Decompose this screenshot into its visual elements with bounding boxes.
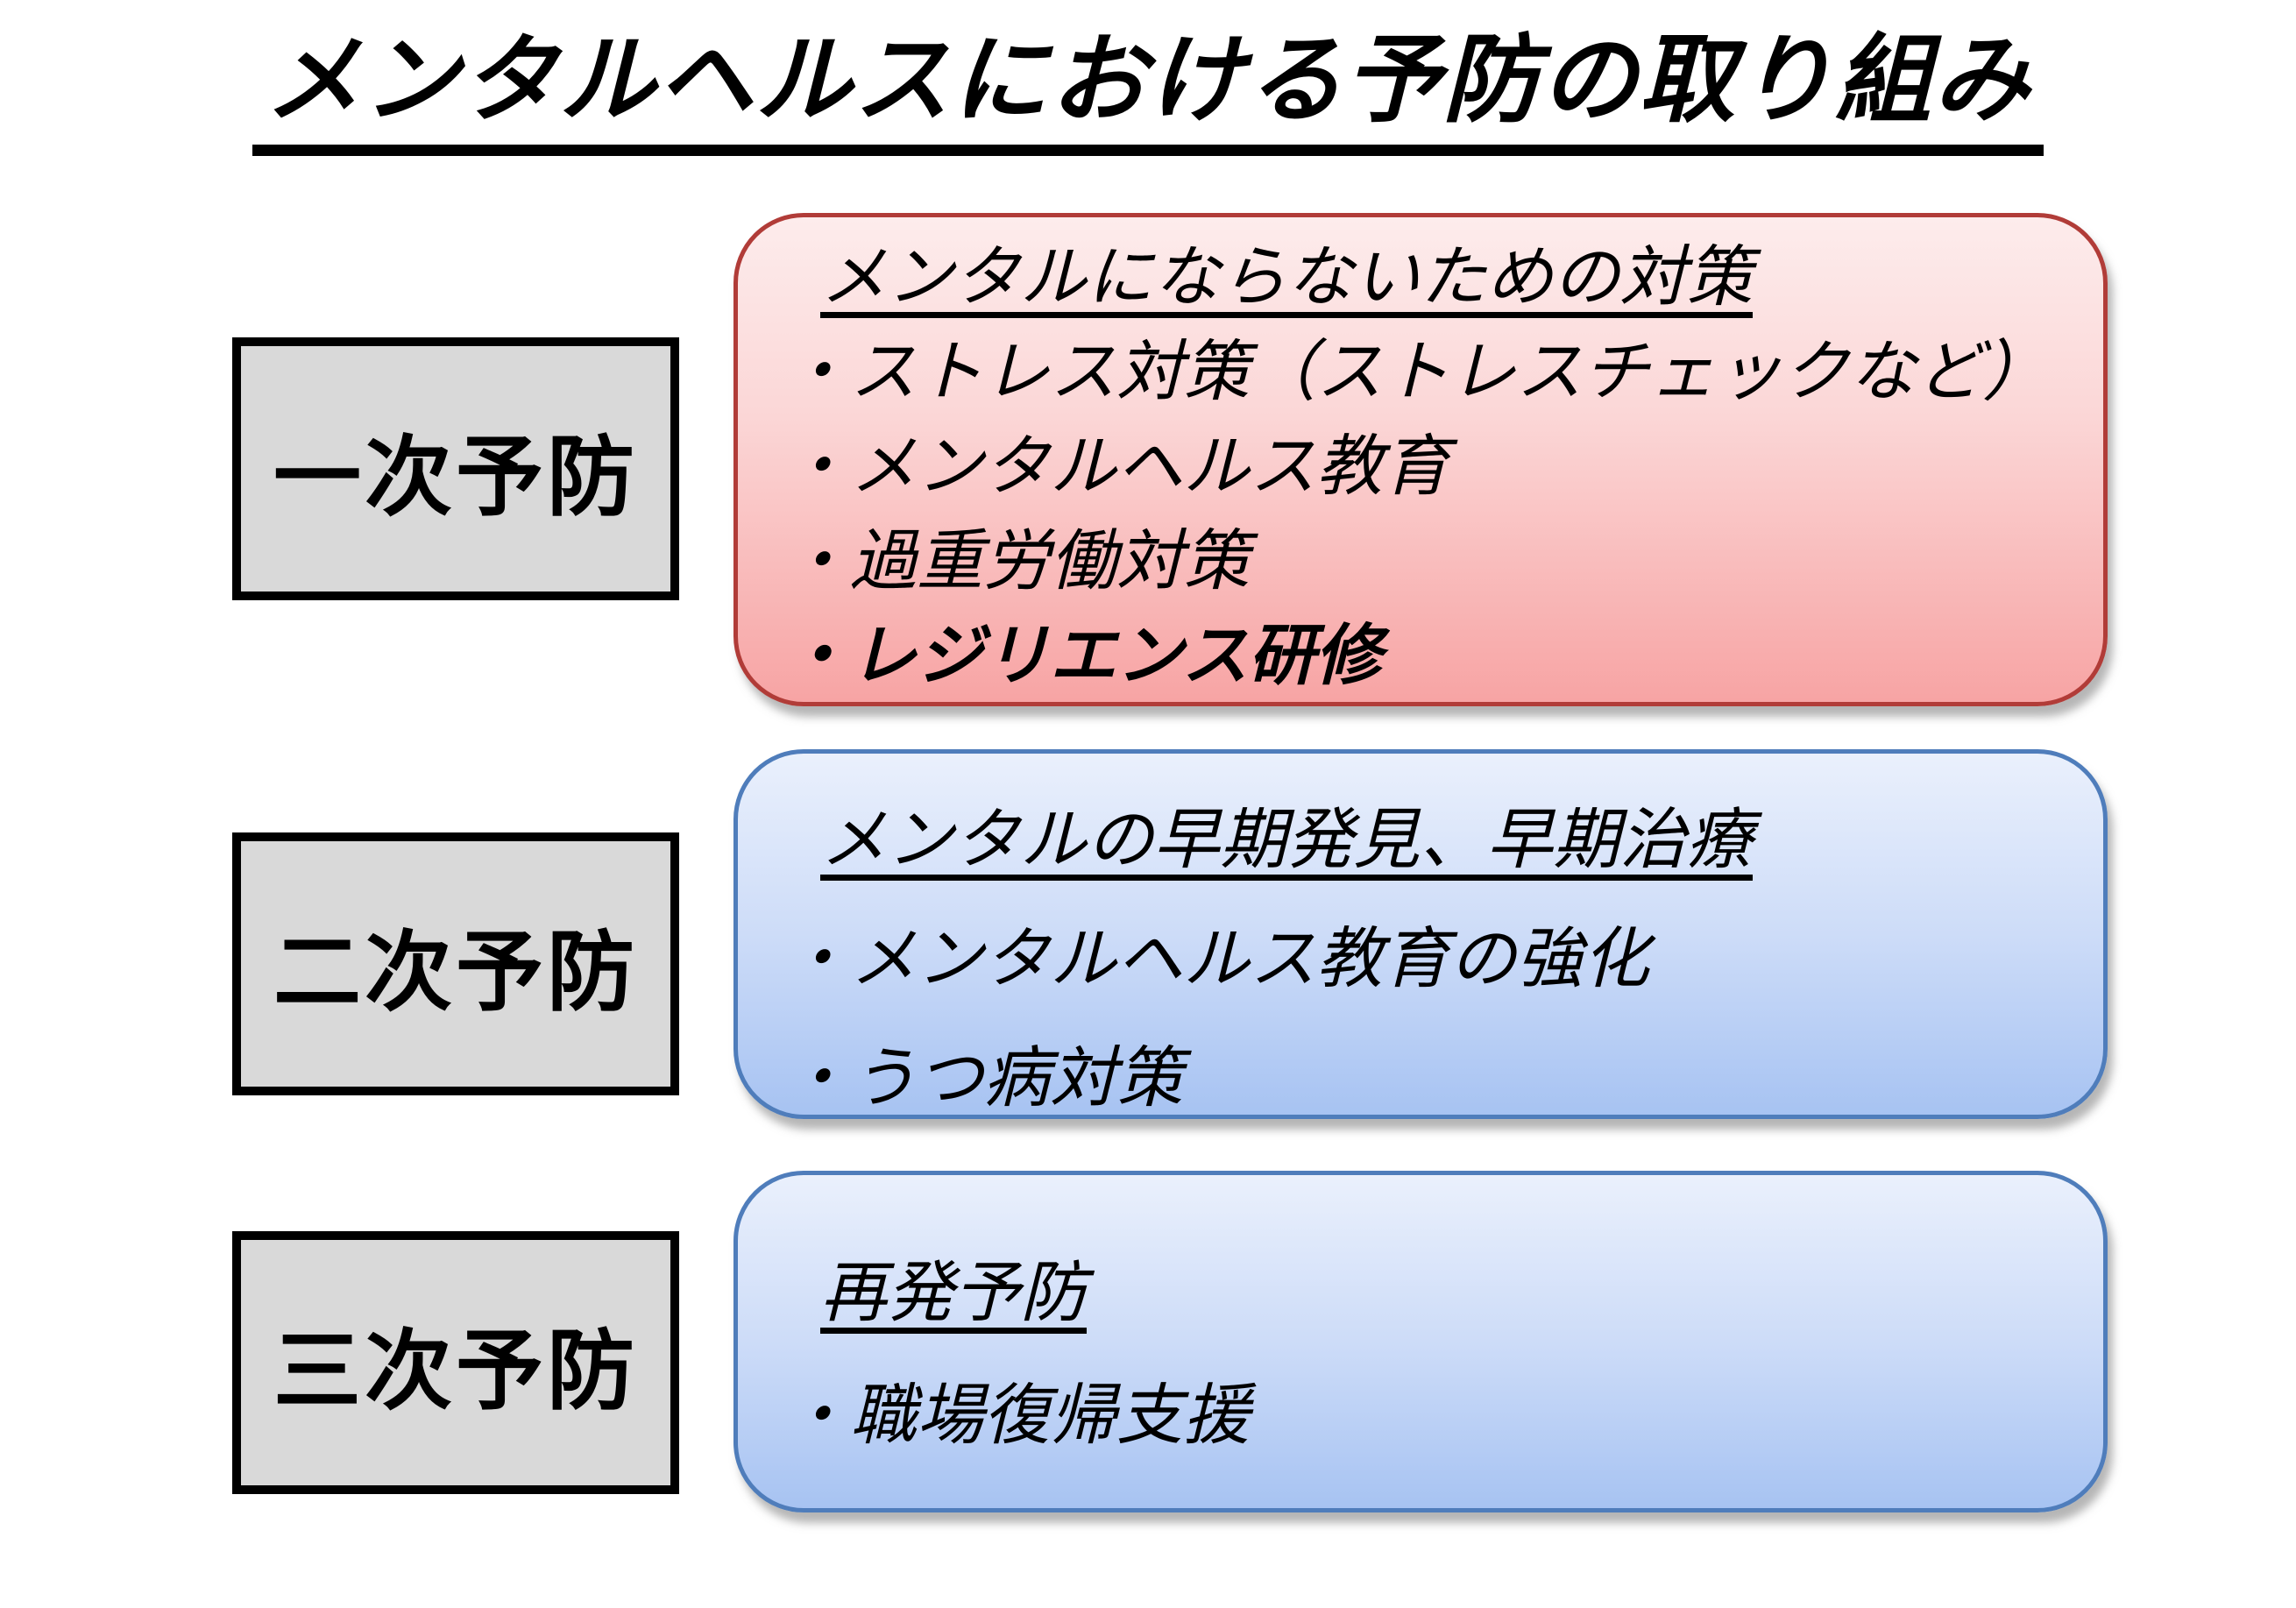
bubble-primary-item-education: ・メンタルヘルス教育 [783,427,1449,505]
bubble-tertiary-header: 再発予防 [820,1253,1087,1331]
bubble-primary-prevention: メンタルにならないための対策 ・ストレス対策（ストレスチェックなど） ・メンタル… [733,213,2108,706]
bubble-tertiary-item-return-to-work: ・職場復帰支援 [783,1376,1250,1454]
stage-box-secondary-prevention: 二次予防 [232,832,679,1095]
bubble-secondary-item-depression: ・うつ病対策 [783,1038,1183,1116]
stage-label-tertiary: 三次予防 [273,1319,638,1422]
bubble-primary-item-overwork: ・過重労働対策 [783,521,1250,599]
bubble-tertiary-prevention: 再発予防 ・職場復帰支援 [733,1171,2108,1512]
stage-label-secondary: 二次予防 [273,920,638,1024]
page-title: メンタルヘルスにおける予防の取り組み [252,25,2044,156]
bubble-secondary-header: メンタルの早期発見、早期治療 [820,800,1753,878]
bubble-primary-item-resilience: ・レジリエンス研修 [783,616,1382,694]
bubble-primary-item-stress: ・ストレス対策（ストレスチェックなど） [783,332,2049,410]
stage-box-tertiary-prevention: 三次予防 [232,1231,679,1494]
stage-label-primary: 一次予防 [273,425,638,528]
bubble-secondary-item-education: ・メンタルヘルス教育の強化 [783,919,1649,997]
bubble-secondary-prevention: メンタルの早期発見、早期治療 ・メンタルヘルス教育の強化 ・うつ病対策 [733,749,2108,1119]
page-title-container: メンタルヘルスにおける予防の取り組み [0,25,2296,156]
stage-box-primary-prevention: 一次予防 [232,337,679,600]
bubble-primary-header: メンタルにならないための対策 [820,237,1753,315]
